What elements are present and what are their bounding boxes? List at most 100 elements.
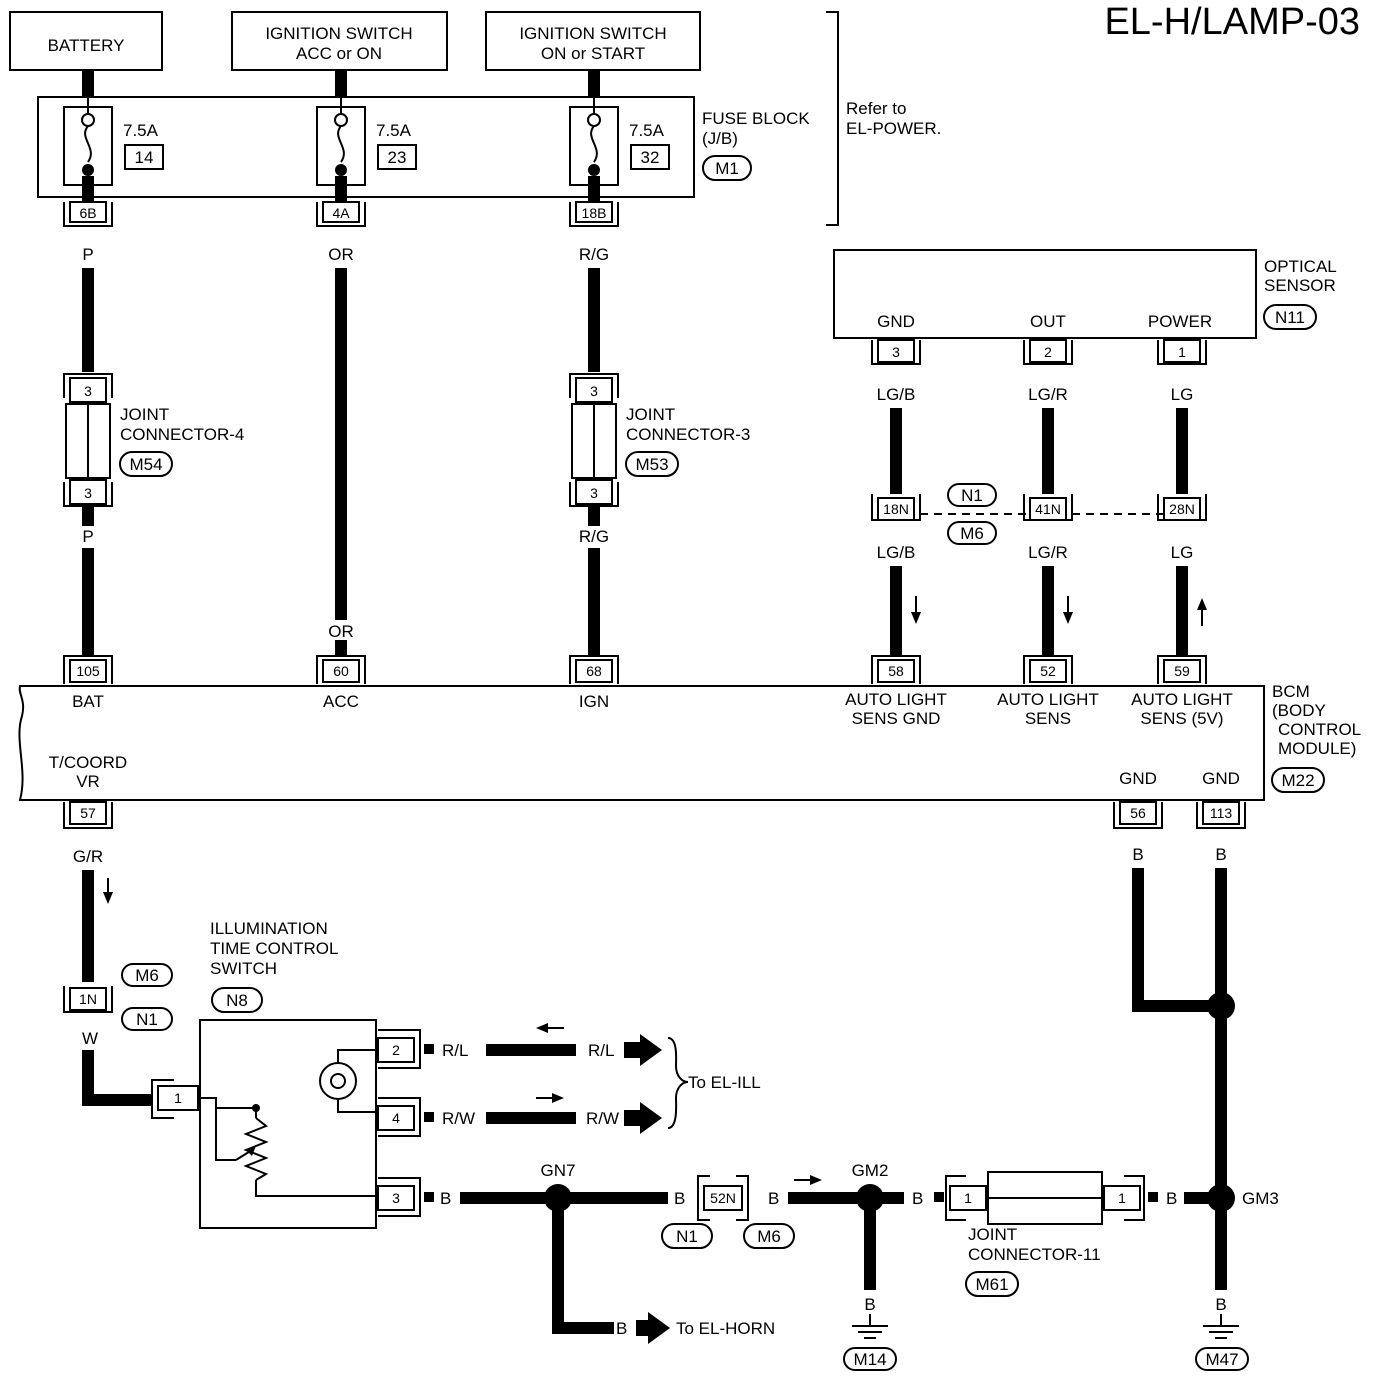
relay-41n: 41N <box>1023 494 1073 521</box>
svg-text:18B: 18B <box>582 205 607 221</box>
svg-text:4: 4 <box>392 1110 400 1126</box>
fuse-32-rating: 7.5A <box>629 121 665 140</box>
refer-bracket <box>826 11 839 226</box>
fuse-14-number: 14 <box>135 148 154 167</box>
splice-gm3 <box>1207 1184 1235 1212</box>
wire-or-upper: OR <box>328 245 354 264</box>
svg-text:52N: 52N <box>710 1190 736 1206</box>
optical-sensor <box>833 249 1257 339</box>
svg-text:6B: 6B <box>79 205 96 221</box>
ignition-acc-box <box>231 11 448 71</box>
signal-arrow-left <box>536 1023 564 1033</box>
bcm-terminal-52: 52 <box>1023 655 1073 684</box>
svg-text:41N: 41N <box>1035 501 1061 517</box>
bcm-terminal-68: 68 <box>569 655 619 684</box>
svg-text:3: 3 <box>892 344 900 360</box>
svg-text:1: 1 <box>1118 1190 1126 1206</box>
switch-relay-id-m6: M6 <box>135 966 159 985</box>
bcm-terminal-56: 56 <box>1113 801 1163 829</box>
switch-terminal-1: 1 <box>151 1079 199 1119</box>
signal-arrow-right <box>536 1093 564 1103</box>
sensor-terminal-3: 3 <box>871 339 921 365</box>
page-title: EL-H/LAMP-03 <box>1104 1 1360 43</box>
wire-w: W <box>82 1029 98 1048</box>
wire-rw-near: R/W <box>442 1109 475 1128</box>
splice-gn7 <box>544 1184 572 1212</box>
svg-text:58: 58 <box>888 663 904 679</box>
wire-lg-lower: LG <box>1171 543 1194 562</box>
refer-label-1: Refer to <box>846 99 906 118</box>
svg-text:4A: 4A <box>332 205 350 221</box>
joint-connector-4: 3 3 <box>63 373 113 507</box>
wire-b-m47: B <box>1215 1295 1226 1314</box>
svg-text:57: 57 <box>80 805 96 821</box>
bulb-icon <box>319 1049 376 1113</box>
joint-connector-4-label-1: JOINT <box>120 405 169 424</box>
fuse-32 <box>569 96 619 202</box>
bcm-pin-tcoord-2: VR <box>76 772 100 791</box>
svg-text:3: 3 <box>590 383 598 399</box>
switch-terminal-2: 2 <box>377 1029 421 1069</box>
wire-lgr-upper: LG/R <box>1028 385 1068 404</box>
svg-text:2: 2 <box>392 1042 400 1058</box>
bcm-pin-bat: BAT <box>72 692 104 711</box>
bcm-title-1: BCM <box>1272 682 1310 701</box>
svg-text:3: 3 <box>590 485 598 501</box>
switch-relay-id-n1: N1 <box>136 1010 158 1029</box>
ignition-acc-label-1: IGNITION SWITCH <box>265 24 412 43</box>
svg-text:3: 3 <box>392 1190 400 1206</box>
ignition-acc-label-2: ACC or ON <box>296 44 382 63</box>
relay-52n: 52N <box>697 1175 749 1221</box>
ground-icon <box>852 1325 888 1339</box>
splice-gn7-label: GN7 <box>541 1161 576 1180</box>
svg-text:68: 68 <box>586 663 602 679</box>
joint-connector-4-label-2: CONNECTOR-4 <box>120 425 244 444</box>
wire-b-gm3: B <box>1166 1189 1177 1208</box>
bcm-terminal-60: 60 <box>316 655 366 684</box>
bcm-pin-ign: IGN <box>579 692 609 711</box>
bcm-pin-tcoord-1: T/COORD <box>49 753 127 772</box>
switch-title-1: ILLUMINATION <box>210 919 328 938</box>
wire-b-gn7: B <box>674 1189 685 1208</box>
splice-gm2 <box>856 1184 884 1212</box>
ground-m47: M47 <box>1205 1350 1238 1369</box>
ground-relay-id-n1: N1 <box>676 1227 698 1246</box>
svg-text:105: 105 <box>76 663 100 679</box>
wire-or-lower: OR <box>328 622 354 641</box>
svg-text:113: 113 <box>1210 805 1233 821</box>
wire-gr: G/R <box>73 847 103 866</box>
optical-sensor-id: N11 <box>1275 308 1305 327</box>
fuse-block-title-1: FUSE BLOCK <box>702 109 810 128</box>
battery-box <box>9 11 163 71</box>
svg-text:1: 1 <box>174 1090 182 1106</box>
joint-connector-11-id: M61 <box>975 1275 1008 1294</box>
svg-text:3: 3 <box>84 485 92 501</box>
bcm-pin-auto-sens-2: SENS <box>1025 709 1071 728</box>
bcm-pin-gnd-56: GND <box>1119 769 1157 788</box>
joint-connector-3: 3 3 <box>569 373 619 507</box>
bcm-pin-acc: ACC <box>323 692 359 711</box>
battery-label: BATTERY <box>48 36 125 55</box>
relay-1n: 1N <box>63 986 113 1013</box>
svg-text:3: 3 <box>84 383 92 399</box>
bcm-title-3: CONTROL <box>1278 720 1361 739</box>
wire-lgr-lower: LG/R <box>1028 543 1068 562</box>
wire-b-horn: B <box>616 1319 627 1338</box>
svg-text:1: 1 <box>964 1190 972 1206</box>
ground-icon <box>1203 1325 1239 1339</box>
bcm-pin-auto-5v-1: AUTO LIGHT <box>1131 690 1233 709</box>
fuse-terminal-4a: 4A <box>316 201 366 227</box>
wire-p-lower: P <box>82 527 93 546</box>
optical-sensor-title-1: OPTICAL <box>1264 257 1337 276</box>
signal-arrow-right-2 <box>794 1175 822 1185</box>
sensor-terminal-1: 1 <box>1157 339 1207 365</box>
ground-m14: M14 <box>853 1350 886 1369</box>
fuse-23-rating: 7.5A <box>376 121 412 140</box>
wire-rl-far: R/L <box>588 1041 614 1060</box>
bcm-title-4: MODULE) <box>1278 739 1356 758</box>
fuse-terminal-18b: 18B <box>569 201 619 227</box>
wire-lgb-upper: LG/B <box>877 385 916 404</box>
fuse-23 <box>316 96 366 202</box>
bcm-pin-auto-5v-2: SENS (5V) <box>1140 709 1223 728</box>
